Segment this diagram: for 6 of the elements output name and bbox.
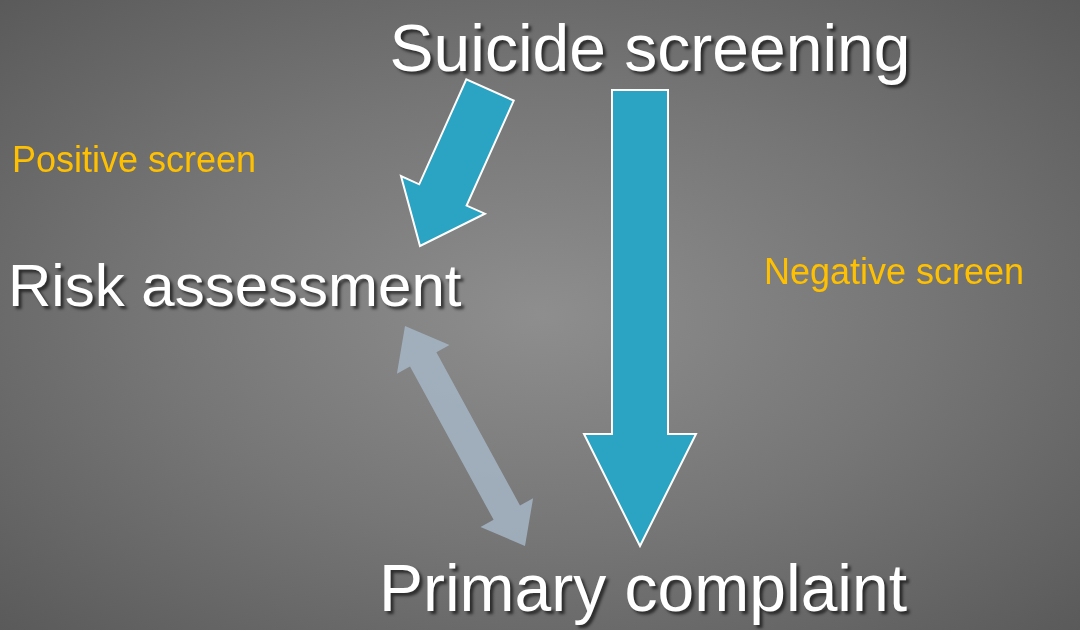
branch-label: Positive screen xyxy=(12,142,257,178)
branch-label: Negative screen xyxy=(764,254,1025,290)
double-arrow xyxy=(396,326,534,546)
block-arrow xyxy=(399,78,516,248)
node-label: Risk assessment xyxy=(8,256,462,316)
block-arrow xyxy=(582,89,698,549)
